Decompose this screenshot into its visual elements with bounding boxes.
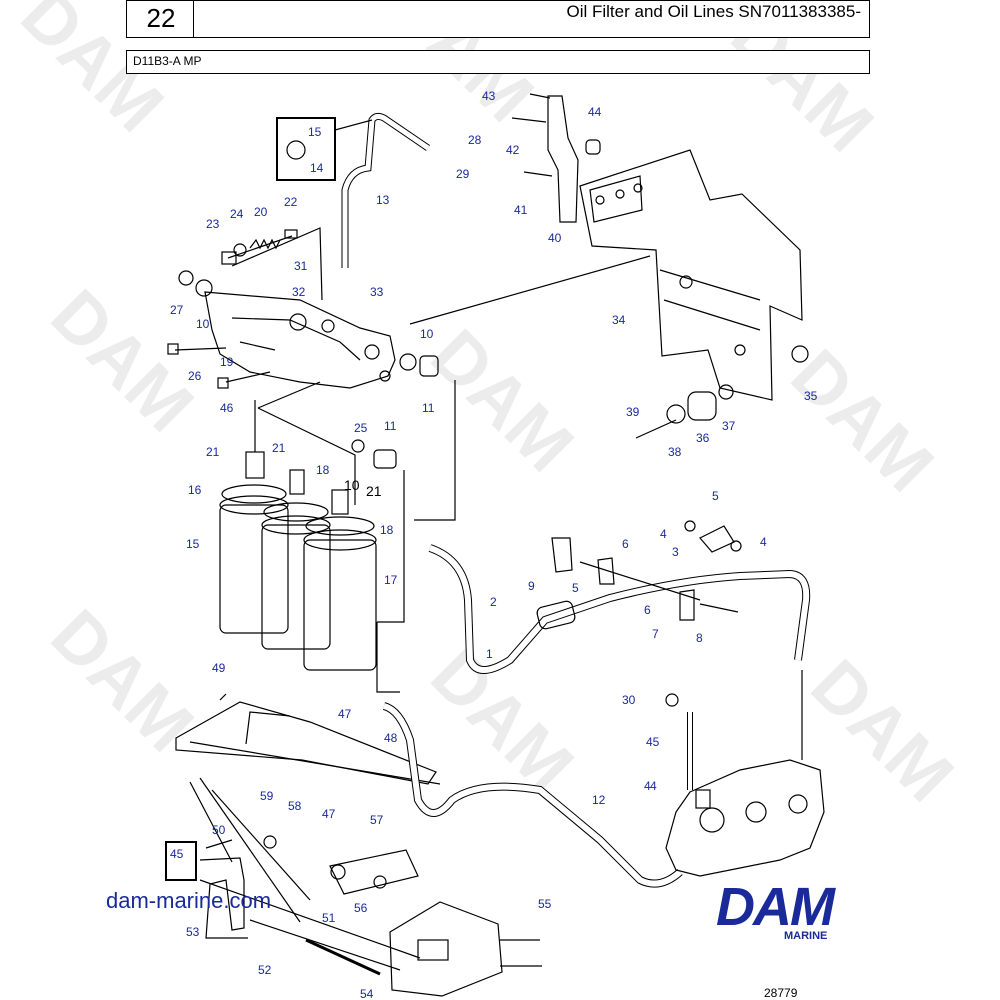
callout-label: 5 [712,489,719,503]
callout-label: 28 [468,133,482,147]
callout-label: 55 [538,897,552,911]
callout-label: 36 [696,431,710,445]
callout-label: 6 [644,603,651,617]
callout-label: 16 [188,483,202,497]
model-box: D11B3-A MP [126,50,870,74]
callout-label: 46 [220,401,234,415]
filter-canister-mid [261,469,331,650]
callout-label: 45 [646,735,660,749]
website-text: dam-marine.com [106,888,272,913]
callout-label: 4 [660,527,667,541]
callout-label: 47 [338,707,352,721]
oil-filter-adapter [665,759,825,877]
brand-subtitle: MARINE [784,930,828,942]
oil-pipe [382,702,683,888]
callout-label: 56 [354,901,368,915]
callout-label: 24 [230,207,244,221]
callout-label-black: 10 [344,477,360,493]
page-title: Oil Filter and Oil Lines SN7011383385- [566,2,861,21]
callout-label: 18 [380,523,394,537]
callout-label: 45 [170,847,184,861]
callout-label: 32 [292,285,306,299]
brand-logo: DAM [716,877,835,937]
callout-label: 34 [612,313,626,327]
callout-label: 22 [284,195,298,209]
callout-label: 12 [592,793,606,807]
callout-label: 19 [220,355,234,369]
callout-label-black: 21 [366,483,382,499]
callout-label: 42 [506,143,520,157]
filter-housing [204,291,396,389]
page-number-box: 22 [126,0,196,38]
callout-label: 7 [652,627,659,641]
callout-label: 52 [258,963,272,977]
callout-label: 4 [760,535,767,549]
page-number: 22 [146,3,176,33]
callout-label: 1 [486,647,493,661]
callout-label: 23 [206,217,220,231]
callout-label: 25 [354,421,368,435]
callout-label: 14 [310,161,324,175]
callout-label: 4 [650,779,657,793]
callout-label: 58 [288,799,302,813]
callout-label: 15 [186,537,200,551]
callout-label: 11 [422,401,435,415]
illustration-reference: 28779 [764,986,798,1000]
callout-label: 11 [384,419,397,433]
callout-label: 17 [384,573,398,587]
callout-label: 50 [212,823,226,837]
callout-label: 18 [316,463,330,477]
callout-label: 21 [272,441,286,455]
callout-label: 2 [490,595,497,609]
callout-label: 6 [622,537,629,551]
callout-label: 44 [588,105,602,119]
callout-label: 57 [370,813,384,827]
drip-tray [175,701,437,785]
callout-label: 31 [294,259,308,273]
callout-label: 29 [456,167,470,181]
callout-label: 10 [420,327,434,341]
callout-label: 38 [668,445,682,459]
callout-label: 5 [572,581,579,595]
title-box: Oil Filter and Oil Lines SN7011383385- [193,0,870,38]
callout-label: 47 [322,807,336,821]
filter-canister-left [219,451,289,634]
callout-label: 59 [260,789,274,803]
callout-labels: 1 2 3 4 4 4 5 5 6 6 7 8 9 10 10 11 11 12… [170,89,818,1000]
detail-inset-box [276,117,336,181]
callout-label: 13 [376,193,390,207]
callout-label: 37 [722,419,736,433]
callout-label: 48 [384,731,398,745]
callout-label: 27 [170,303,184,317]
callout-label: 10 [196,317,210,331]
callout-label: 26 [188,369,202,383]
callout-label: 8 [696,631,703,645]
callout-label: 33 [370,285,384,299]
callout-label: 39 [626,405,640,419]
engine-model: D11B3-A MP [133,54,202,68]
callout-label: 35 [804,389,818,403]
callout-label: 4 [644,779,651,793]
callout-label: 21 [206,445,220,459]
mounting-bracket [579,149,803,401]
callout-label: 51 [322,911,336,925]
callout-label: 3 [672,545,679,559]
callout-label: 43 [482,89,496,103]
callout-label: 54 [360,987,374,1000]
callout-label: 9 [528,579,535,593]
callout-label: 15 [308,125,322,139]
callout-label: 20 [254,205,268,219]
callout-label: 49 [212,661,226,675]
filter-canister-right [303,489,377,671]
callout-label: 41 [514,203,528,217]
callout-label: 30 [622,693,636,707]
callout-label: 53 [186,925,200,939]
callout-label: 40 [548,231,562,245]
